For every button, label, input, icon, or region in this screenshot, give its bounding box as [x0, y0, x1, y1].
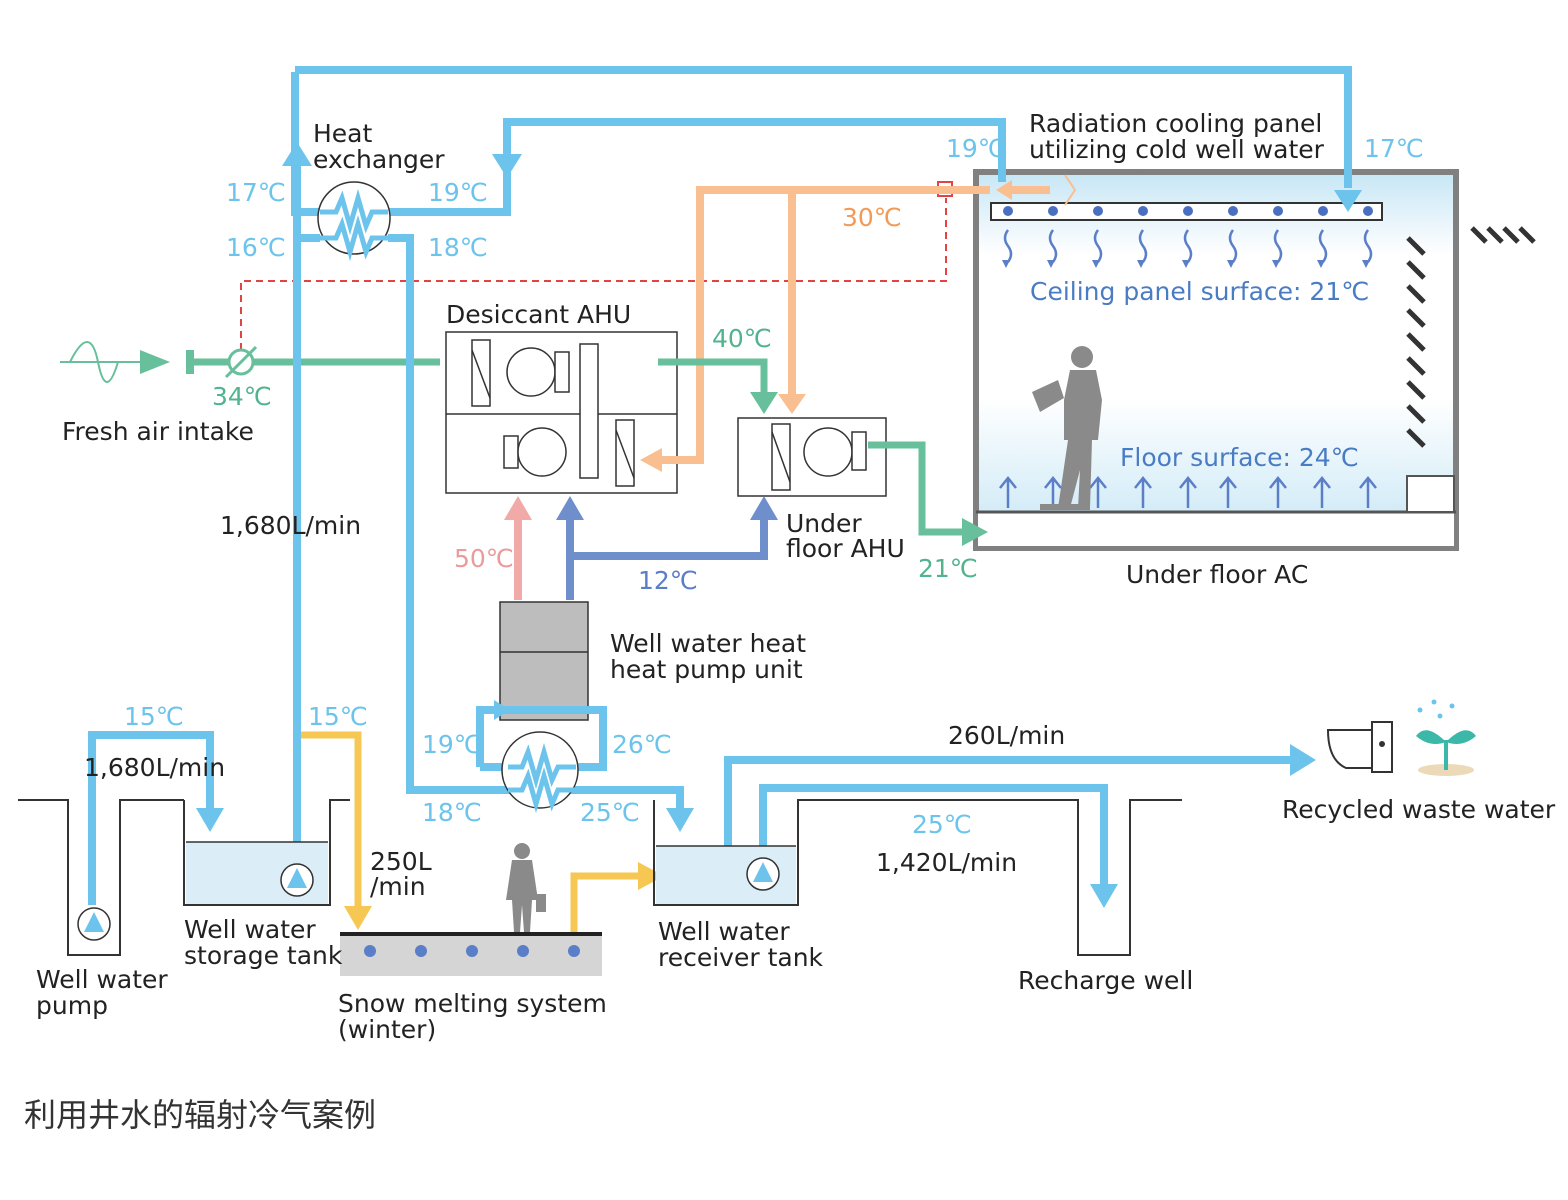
snow-label-2: (winter) [338, 1015, 436, 1044]
temp-18-lower: 18℃ [422, 798, 482, 827]
temp-19-hx: 19℃ [428, 178, 488, 207]
temp-40: 40℃ [712, 324, 772, 353]
under-floor-ac-label: Under floor AC [1126, 560, 1308, 589]
floor-arrows [999, 475, 1377, 508]
storage-tank-label-2: storage tank [184, 941, 343, 970]
temp-25-lower: 25℃ [580, 798, 640, 827]
person-walking-icon [506, 843, 546, 932]
panel-dots [1003, 206, 1373, 216]
well-water-pipes [88, 66, 1352, 905]
temp-19-lower: 19℃ [422, 730, 482, 759]
under-floor-ahu-unit [737, 417, 887, 497]
heat-exchanger-label-1: Heat [313, 119, 372, 148]
window-hatch [1406, 226, 1536, 448]
receiver-label-1: Well water [658, 917, 790, 946]
temp-21: 21℃ [918, 554, 978, 583]
ground [18, 799, 1182, 956]
temp-15-left: 15℃ [124, 702, 184, 731]
temperatures: 17℃ 19℃ 16℃ 18℃ 19℃ 17℃ 30℃ 40℃ 34℃ 50℃ … [124, 134, 1424, 839]
temp-30: 30℃ [842, 203, 902, 232]
flow-250-2: /min [370, 872, 426, 901]
heat-exchanger-lower-icon [501, 731, 579, 814]
temp-50: 50℃ [454, 544, 514, 573]
recharge-label: Recharge well [1018, 966, 1193, 995]
temp-34: 34℃ [212, 382, 272, 411]
chilled-water-pipe [566, 518, 768, 600]
person-reading-icon [1032, 346, 1102, 510]
temp-19-panel: 19℃ [946, 134, 1006, 163]
labels: Heat exchanger Radiation cooling panel u… [24, 109, 1556, 1134]
fresh-air-label: Fresh air intake [62, 417, 254, 446]
flow-1680-main: 1,680L/min [220, 511, 361, 540]
ceiling-surface-label: Ceiling panel surface: 21℃ [1030, 277, 1369, 306]
radiation-arrows [1003, 229, 1373, 263]
desiccant-ahu-unit [445, 331, 678, 494]
temp-18-hx: 18℃ [428, 233, 488, 262]
under-floor-ahu-label-2: floor AHU [786, 534, 905, 563]
recycled-label: Recycled waste water [1282, 795, 1556, 824]
room [973, 169, 1536, 551]
well-pump-label-1: Well water [36, 965, 168, 994]
flow-1680-pump: 1,680L/min [84, 753, 225, 782]
warm-water-pipes [662, 186, 1050, 464]
flow-1420: 1,420L/min [876, 848, 1017, 877]
sprout-icon [1416, 699, 1476, 776]
well-pump-label-2: pump [36, 991, 108, 1020]
toilet-icon [1326, 721, 1393, 773]
flow-250-1: 250L [370, 847, 432, 876]
temp-17-right: 17℃ [1364, 134, 1424, 163]
heat-exchanger-icon [317, 181, 391, 262]
fresh-air-wave-icon [69, 341, 119, 383]
heat-exchanger-label-2: exchanger [313, 145, 445, 174]
temp-12: 12℃ [638, 566, 698, 595]
control-line [240, 198, 947, 350]
heat-pump-label-1: Well water heat [610, 629, 806, 658]
temp-25-right: 25℃ [912, 810, 972, 839]
temp-16: 16℃ [226, 233, 286, 262]
pump-icon [77, 857, 780, 941]
heat-pump-unit [499, 601, 589, 721]
receiver-label-2: receiver tank [658, 943, 824, 972]
under-floor-ahu-label-1: Under [786, 509, 862, 538]
radiation-label-2: utilizing cold well water [1029, 135, 1325, 164]
flow-260: 260L/min [948, 721, 1065, 750]
flow-rates: 1,680L/min 1,680L/min 250L /min 260L/min… [84, 511, 1065, 901]
temp-17-left: 17℃ [226, 178, 286, 207]
floor-surface-label: Floor surface: 24℃ [1120, 443, 1359, 472]
snow-pipes [301, 731, 640, 934]
snow-melting-slab [340, 932, 602, 976]
heat-pump-label-2: heat pump unit [610, 655, 803, 684]
caption: 利用井水的辐射冷气案例 [24, 1096, 376, 1134]
radiation-label-1: Radiation cooling panel [1029, 109, 1322, 138]
storage-tank-label-1: Well water [184, 915, 316, 944]
temp-15-right: 15℃ [308, 702, 368, 731]
snow-label-1: Snow melting system [338, 989, 607, 1018]
desiccant-ahu-label: Desiccant AHU [446, 300, 631, 329]
temp-26: 26℃ [612, 730, 672, 759]
